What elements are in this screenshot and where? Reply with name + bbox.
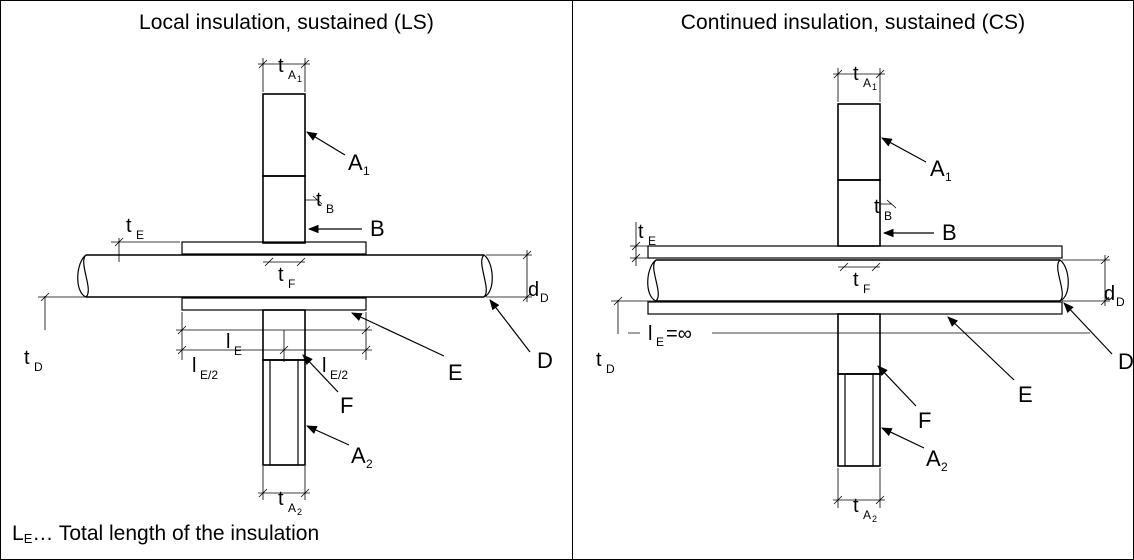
cs-dim-d-d: d [1104, 283, 1115, 305]
ls-drawing: t A 1 A 1 t B B t E t F d D [24, 55, 553, 517]
ls-pipe-insulation-bottom [181, 297, 367, 311]
ls-dim-l-e-sub: E [234, 344, 242, 358]
cs-dim-t-b: t [874, 196, 880, 218]
ls-dim-t-a2: t [278, 488, 284, 510]
ls-dim-t-f: t [278, 264, 284, 286]
cs-dim-t-a2-subsub: 2 [872, 514, 877, 524]
ls-dim-d-d-sub: D [540, 291, 549, 305]
cs-pipe-insulation-bottom [647, 301, 1063, 315]
cs-label-e: E [1018, 382, 1033, 407]
cs-label-f: F [918, 408, 931, 433]
ls-dim-d-d: d [528, 279, 539, 301]
cs-dim-t-a2: t [853, 495, 859, 517]
ls-dim-t-b: t [316, 189, 322, 211]
ls-dim-t-a1: t [278, 55, 284, 77]
ls-dim-t-a2-sub: A [288, 501, 296, 515]
ls-label-a1-sub: 1 [363, 164, 370, 178]
ls-wall-a2-outer [262, 359, 306, 466]
cs-dim-t-f-sub: F [863, 282, 870, 296]
cs-wall-a1 [837, 103, 881, 181]
ls-label-d: D [537, 348, 553, 373]
cs-dim-t-a1: t [853, 63, 859, 85]
ls-dim-l-e2-left-sub: E/2 [200, 368, 218, 382]
ls-pipe-break-left [77, 254, 89, 298]
cs-dim-t-d: t [596, 349, 602, 371]
ls-pipe-break-right [481, 254, 493, 298]
ls-dim-l-e2-right: l [322, 355, 326, 377]
cs-dim-t-e-sub: E [648, 234, 656, 248]
ls-dim-l-e2-right-sub: E/2 [330, 368, 348, 382]
ls-wall-a2-inner [269, 359, 299, 466]
cs-pipe-insulation-top [647, 245, 1063, 259]
cs-drawing: t A 1 A 1 t B B t E t F d D [596, 63, 1134, 524]
cs-wall-a2-outer [837, 373, 881, 467]
ls-pipe [86, 254, 484, 298]
cs-dim-l-e-sub: E [656, 335, 664, 349]
ls-dim-t-a1-sub: A [288, 68, 296, 82]
footnote-symbol-sub: E [23, 531, 33, 546]
cs-pipe-break-right [1057, 259, 1069, 302]
cs-dim-t-a2-sub: A [863, 508, 871, 522]
ls-wall-b [262, 175, 306, 244]
cs-label-b: B [942, 220, 957, 245]
ls-label-b: B [370, 216, 385, 241]
footnote-text: … Total length of the insulation [32, 522, 320, 545]
cs-pipe [656, 259, 1060, 302]
ls-dim-l-e: l [226, 331, 230, 353]
ls-label-a2-sub: 2 [366, 457, 373, 471]
cs-dim-t-e: t [638, 221, 644, 243]
ls-label-f: F [340, 393, 353, 418]
cs-label-a2-sub: 2 [941, 460, 948, 474]
cs-dim-t-a1-subsub: 1 [872, 82, 877, 92]
ls-label-e: E [448, 360, 463, 385]
ls-dim-t-e: t [126, 215, 132, 237]
ls-label-a2: A [351, 443, 366, 468]
cs-pipe-break-left [647, 259, 659, 302]
ls-dim-t-f-sub: F [288, 277, 295, 291]
cs-wall-a2-inner [844, 373, 874, 467]
cs-label-d: D [1118, 349, 1134, 374]
panel-title-cs: Continued insulation, sustained (CS) [680, 11, 1026, 34]
ls-dim-t-e-sub: E [136, 228, 144, 242]
footnote: LE… Total length of the insulation [12, 522, 319, 546]
footnote-symbol: L [12, 522, 24, 545]
ls-dim-t-a2-subsub: 2 [297, 507, 302, 517]
ls-pipe-insulation-top [181, 241, 367, 255]
ls-dim-t-d-sub: D [34, 360, 43, 374]
panel-title-ls: Local insulation, sustained (LS) [138, 11, 435, 34]
cs-dim-t-b-sub: B [884, 209, 892, 223]
ls-dim-t-a1-subsub: 1 [297, 74, 302, 84]
cs-dim-l-e-infinity: =∞ [666, 323, 692, 345]
ls-wall-a1 [262, 93, 306, 177]
cs-label-a1: A [930, 156, 945, 181]
cs-dim-l-e-bg [640, 320, 712, 342]
ls-dim-t-d: t [24, 347, 30, 369]
cs-label-a2: A [926, 446, 941, 471]
ls-dim-l-e2-left: l [192, 355, 196, 377]
ls-dim-t-b-sub: B [326, 202, 334, 216]
cs-dim-d-d-sub: D [1116, 295, 1125, 309]
cs-wall-f [837, 313, 881, 375]
panel-local-insulation: Local insulation, sustained (LS) LE… Tot… [0, 0, 573, 560]
ls-label-a1: A [348, 150, 363, 175]
cs-dim-t-a1-sub: A [863, 76, 871, 90]
cs-dim-t-f: t [853, 269, 859, 291]
cs-dim-l-e: l [648, 323, 652, 345]
cs-label-a1-sub: 1 [945, 170, 952, 184]
cs-dim-t-d-sub: D [606, 362, 615, 376]
